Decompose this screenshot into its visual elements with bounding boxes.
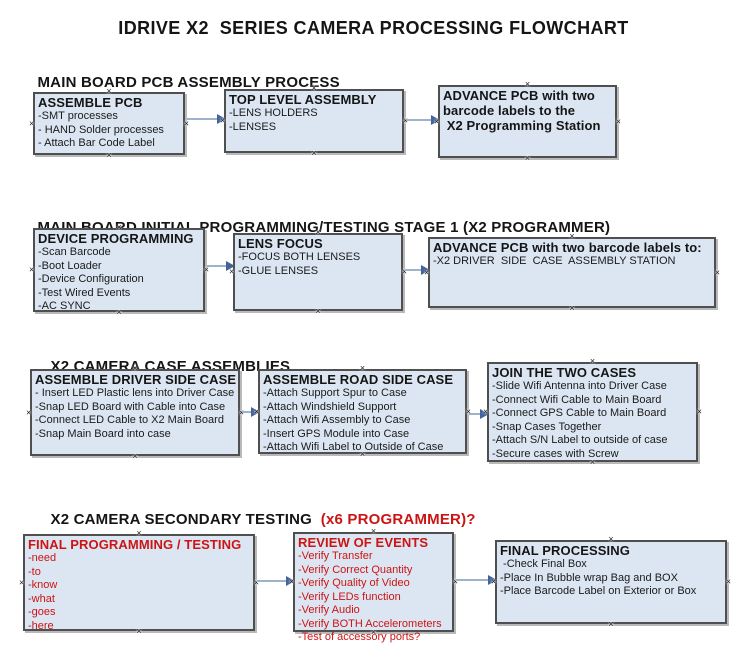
box-body: -Check Final Box -Place In Bubble wrap B… (500, 558, 697, 597)
connection-handle-icon: × (725, 576, 731, 587)
arrow-line (456, 579, 490, 581)
box-body: -X2 DRIVER SIDE CASE ASSEMBLY STATION (433, 255, 676, 267)
arrow-head-icon (251, 407, 260, 417)
flow-arrow (406, 115, 440, 125)
arrow-line (405, 269, 423, 271)
connection-handle-icon: × (29, 264, 35, 275)
heading-text: X2 CAMERA SECONDARY TESTING (50, 511, 317, 528)
box-title: FINAL PROCESSING (500, 543, 630, 558)
arrow-line (257, 580, 288, 582)
arrow-head-icon (421, 265, 430, 275)
arrow-line (187, 118, 219, 120)
arrow-line (242, 411, 253, 413)
section-heading-secondary-testing: X2 CAMERA SECONDARY TESTING (x6 PROGRAMM… (33, 494, 476, 545)
flow-arrow (405, 265, 430, 275)
connection-handle-icon: × (359, 363, 366, 373)
flow-box-join-the-two-cases: JOIN THE TWO CASES -Slide Wifi Antenna i… (483, 357, 702, 467)
flow-box-device-programming: DEVICE PROGRAMMING -Scan Barcode -Boot L… (29, 223, 209, 317)
box-title: ASSEMBLE PCB (38, 95, 143, 110)
heading-text: MAIN BOARD PCB ASSEMBLY PROCESS (37, 74, 340, 91)
flow-box-top-level-assembly: TOP LEVEL ASSEMBLY -LENS HOLDERS -LENSES… (220, 84, 408, 158)
box-body: -need -to -know -what -goes -here (28, 552, 58, 632)
arrow-line (469, 413, 482, 415)
arrow-head-icon (286, 576, 295, 586)
arrow-head-icon (488, 575, 497, 585)
flow-box-assemble-pcb: ASSEMBLE PCB -SMT processes - HAND Solde… (29, 87, 189, 160)
connection-handle-icon: × (311, 148, 317, 158)
flow-box-advance-pcb-to-assembly-station: ADVANCE PCB with two barcode labels to: … (424, 232, 720, 313)
box-body: -Verify Transfer -Verify Correct Quantit… (298, 550, 442, 643)
box-body: -Scan Barcode -Boot Loader -Device Confi… (38, 246, 144, 312)
box-title: LENS FOCUS (238, 236, 323, 251)
box-title: ASSEMBLE DRIVER SIDE CASE (35, 372, 237, 387)
flow-box-review-of-events: REVIEW OF EVENTS -Verify Transfer -Verif… (289, 527, 458, 644)
arrow-head-icon (226, 261, 235, 271)
connection-handle-icon: × (19, 577, 25, 587)
flow-box-final-programming-testing: FINAL PROGRAMMING / TESTING -need -to -k… (19, 529, 259, 636)
box-title: ADVANCE PCB with two barcode labels to t… (443, 88, 601, 133)
flow-arrow (456, 575, 497, 585)
connection-handle-icon: × (524, 79, 531, 89)
connection-handle-icon: × (26, 407, 32, 417)
arrow-head-icon (431, 115, 440, 125)
flow-arrow (469, 409, 489, 419)
connection-handle-icon: × (589, 356, 596, 366)
box-title: ASSEMBLE ROAD SIDE CASE (263, 372, 454, 387)
flow-box-final-processing: FINAL PROCESSING -Check Final Box -Place… (491, 535, 731, 629)
flow-arrow (242, 407, 260, 417)
flow-box-assemble-driver-side-case: ASSEMBLE DRIVER SIDE CASE - Insert LED P… (26, 364, 244, 461)
box-body: -Slide Wifi Antenna into Driver Case -Co… (492, 380, 668, 460)
arrow-head-icon (217, 114, 226, 124)
connection-handle-icon: × (132, 451, 138, 461)
connection-handle-icon: × (714, 267, 720, 277)
box-body: - Insert LED Plastic lens into Driver Ca… (35, 387, 235, 440)
flow-arrow (207, 261, 235, 271)
box-body: -LENS HOLDERS -LENSES (229, 107, 318, 133)
connection-handle-icon: × (29, 118, 35, 128)
box-title: ADVANCE PCB with two barcode labels to: (433, 240, 702, 255)
flow-box-assemble-road-side-case: ASSEMBLE ROAD SIDE CASE -Attach Support … (254, 364, 471, 459)
box-body: -SMT processes - HAND Solder processes -… (38, 110, 164, 149)
flow-box-lens-focus: LENS FOCUS -FOCUS BOTH LENSES -GLUE LENS… (229, 228, 407, 316)
flow-arrow (187, 114, 226, 124)
box-title: REVIEW OF EVENTS (298, 535, 429, 550)
connection-handle-icon: × (106, 150, 112, 160)
page-title: IDRIVE X2 SERIES CAMERA PROCESSING FLOWC… (118, 18, 629, 38)
box-body: -Attach Support Spur to Case -Attach Win… (263, 387, 444, 453)
flow-box-advance-pcb-to-programming-station: ADVANCE PCB with two barcode labels to t… (434, 80, 621, 163)
connection-handle-icon: × (608, 619, 614, 629)
arrow-line (207, 265, 228, 267)
box-body: -FOCUS BOTH LENSES -GLUE LENSES (238, 251, 361, 277)
connection-handle-icon: × (203, 264, 209, 275)
section-heading-pcb-assembly: MAIN BOARD PCB ASSEMBLY PROCESS (20, 57, 340, 108)
arrow-head-icon (480, 409, 489, 419)
heading-red-text: (x6 PROGRAMMER)? (316, 511, 476, 528)
connection-handle-icon: × (524, 153, 531, 163)
box-title: FINAL PROGRAMMING / TESTING (28, 537, 242, 552)
arrow-line (406, 119, 433, 121)
connection-handle-icon: × (608, 534, 614, 544)
connection-handle-icon: × (615, 116, 621, 126)
connection-handle-icon: × (183, 118, 189, 128)
connection-handle-icon: × (315, 306, 321, 316)
box-title: DEVICE PROGRAMMING (38, 231, 194, 246)
flow-arrow (257, 576, 295, 586)
box-title: TOP LEVEL ASSEMBLY (229, 92, 377, 107)
connection-handle-icon: × (696, 406, 702, 417)
connection-handle-icon: × (569, 303, 575, 313)
box-title: JOIN THE TWO CASES (492, 365, 637, 380)
